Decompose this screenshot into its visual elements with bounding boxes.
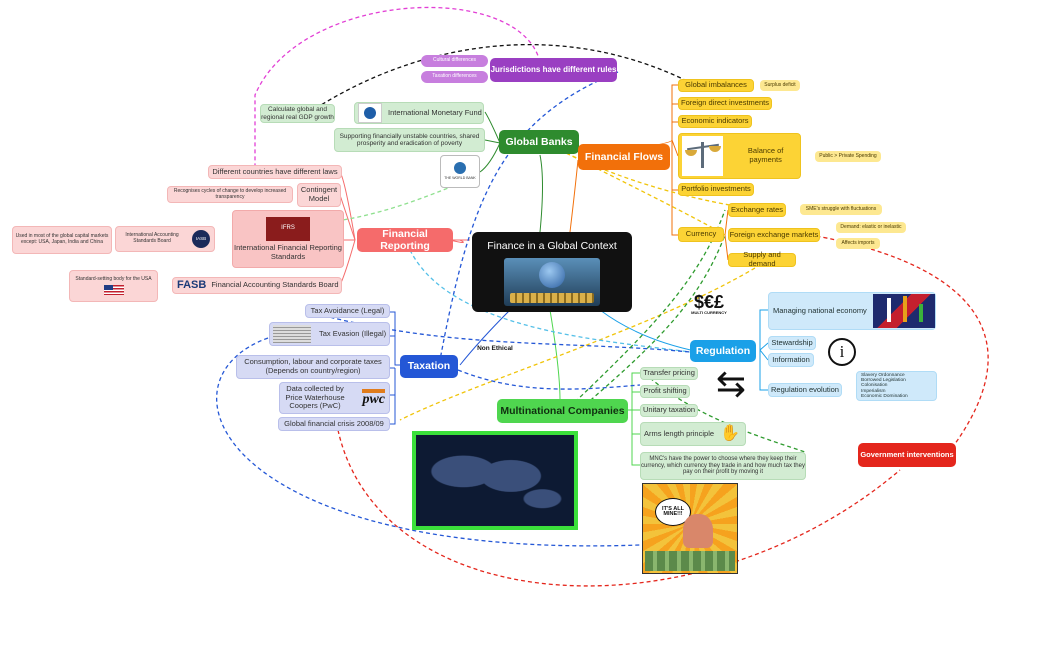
arms-length-label: Arms length principle [644,428,715,438]
tax-avoidance[interactable]: Tax Avoidance (Legal) [305,304,390,318]
financial-reporting-node[interactable]: Financial Reporting [357,228,453,252]
central-topic[interactable]: Finance in a Global Context [472,232,632,312]
imf-label: International Monetary Fund [388,107,482,117]
taxation-differences[interactable]: Taxation differences [421,71,488,83]
multi-currency-logo: $€£ MULTI CURRENCY [686,280,732,328]
evolution-item: Borrowed Legislation [861,378,906,384]
balance-of-payments[interactable]: Balance of payments [678,133,801,179]
economic-indicators[interactable]: Economic indicators [678,115,752,128]
usa-flag-icon [103,285,124,296]
regulation-node[interactable]: Regulation [690,340,756,362]
globe-icon [539,262,565,289]
relationship-links [216,6,989,587]
fasb-node[interactable]: FASB Financial Accounting Standards Boar… [172,277,342,294]
information[interactable]: Information [768,353,814,367]
economy-flags-image [873,294,935,328]
transfer-pricing[interactable]: Transfer pricing [640,367,698,380]
managing-label: Managing national economy [773,305,867,315]
global-banks-node[interactable]: Global Banks [499,130,579,154]
fasb-label: Financial Accounting Standards Board [211,280,339,290]
exchange-rates[interactable]: Exchange rates [728,203,786,217]
iasb-node[interactable]: International Accounting Standards Board… [115,226,215,252]
evolution-item: Imperialism [861,388,886,394]
sme-struggle: SME's struggle with fluctuations [800,204,882,215]
financial-flows-node[interactable]: Financial Flows [578,144,670,170]
currency-node[interactable]: Currency [678,227,724,242]
different-laws[interactable]: Different countries have different laws [208,165,342,179]
evolution-item: Colonisation [861,383,888,389]
global-imbalances[interactable]: Global imbalances [678,79,754,92]
supply-and-demand[interactable]: Supply and demand [728,251,796,268]
fasb-note-text: Standard-setting body for the USA [75,275,152,282]
branch-lines [339,84,769,466]
bop-label: Balance of payments [747,146,784,164]
comic-figure [683,514,713,548]
cultural-differences[interactable]: Cultural differences [421,55,488,67]
government-interventions-node[interactable]: Government interventions [858,443,956,467]
imf-logo-icon [358,103,382,123]
stewardship[interactable]: Stewardship [768,336,816,350]
sync-arrows-icon: ⇆ [715,363,747,404]
world-bank-icon [454,162,466,175]
financial-crisis[interactable]: Global financial crisis 2008/09 [278,417,390,431]
flag-canton [103,285,113,291]
world-bank-purpose[interactable]: Supporting financially unstable countrie… [334,128,485,152]
foreign-exchange-markets[interactable]: Foreign exchange markets [728,228,820,242]
iasb-note: Used in most of the global capital marke… [12,226,112,254]
arms-length-principle[interactable]: Arms length principle ✋ [640,422,746,446]
evolution-item: Slavery Ordonnance [861,372,905,378]
managing-national-economy[interactable]: Managing national economy [768,292,936,330]
pwc-logo: pwc [362,389,385,407]
imf-node[interactable]: International Monetary Fund [354,102,484,124]
ifrs-logo: IFRS [266,216,310,241]
coin-stack-image [510,293,594,304]
demand-elastic: Demand: elastic or inelastic [836,222,906,233]
pwc-data[interactable]: Data collected by Price Waterhouse Coope… [279,382,390,414]
contingent-model[interactable]: Contingent Model [297,183,341,207]
taxation-node[interactable]: Taxation [400,355,458,378]
fasb-logo: FASB [177,279,207,292]
scales-image [682,136,724,176]
contingent-note: Recognises cycles of change to develop i… [167,186,293,203]
world-bank-logo: THE WORLD BANK [440,155,480,188]
iasb-logo: IASB [192,230,210,248]
iasb-label: International Accounting Standards Board [125,232,179,244]
comic-money-pile [645,551,735,571]
world-map-logos-image [412,431,578,530]
foreign-direct-investments[interactable]: Foreign direct investments [678,97,772,110]
regulation-evolution-list: Slavery Ordonnance Borrowed Legislation … [856,371,937,401]
info-icon: i [828,338,856,366]
multinational-companies-node[interactable]: Multinational Companies [497,399,628,423]
world-map [416,435,574,526]
newspaper-image [273,325,311,343]
globe-image [504,258,600,307]
pwc-data-label: Data collected by Price Waterhouse Coope… [285,384,345,411]
world-bank-logo-text: THE WORLD BANK [444,176,476,181]
affects-imports: Affects imports [836,238,880,249]
ifrs-node[interactable]: IFRS International Financial Reporting S… [232,210,344,268]
tax-evasion-label: Tax Evasion (Illegal) [319,328,387,338]
profit-shifting[interactable]: Profit shifting [640,385,690,398]
consumption-taxes[interactable]: Consumption, labour and corporate taxes … [236,355,390,379]
central-title: Finance in a Global Context [487,240,617,252]
non-ethical-label: Non Ethical [477,345,513,353]
mnc-power-note: MNC's have the power to choose where the… [640,452,806,480]
fasb-note: Standard-setting body for the USA [69,270,158,302]
regulation-evolution[interactable]: Regulation evolution [768,383,842,397]
ifrs-label: International Financial Reporting Standa… [234,242,342,261]
imf-note: Calculate global and regional real GDP g… [260,104,335,123]
currency-coins-icon: $€£ [693,291,725,312]
surplus-deficit: Surplus deficit [760,80,800,91]
its-all-mine-comic-image: IT'S ALL MINE!!! [642,483,738,574]
tax-evasion[interactable]: Tax Evasion (Illegal) [269,322,390,346]
multi-currency-text: MULTI CURRENCY [691,309,727,315]
handshake-icon: ✋ [720,424,740,442]
jurisdictions-node[interactable]: Jurisdictions have different rules [490,58,617,82]
unitary-taxation[interactable]: Unitary taxation [640,404,698,417]
evolution-item: Economic Domination [861,393,908,399]
bop-note: Public > Private Spending [815,151,881,162]
portfolio-investments[interactable]: Portfolio investments [678,183,754,196]
